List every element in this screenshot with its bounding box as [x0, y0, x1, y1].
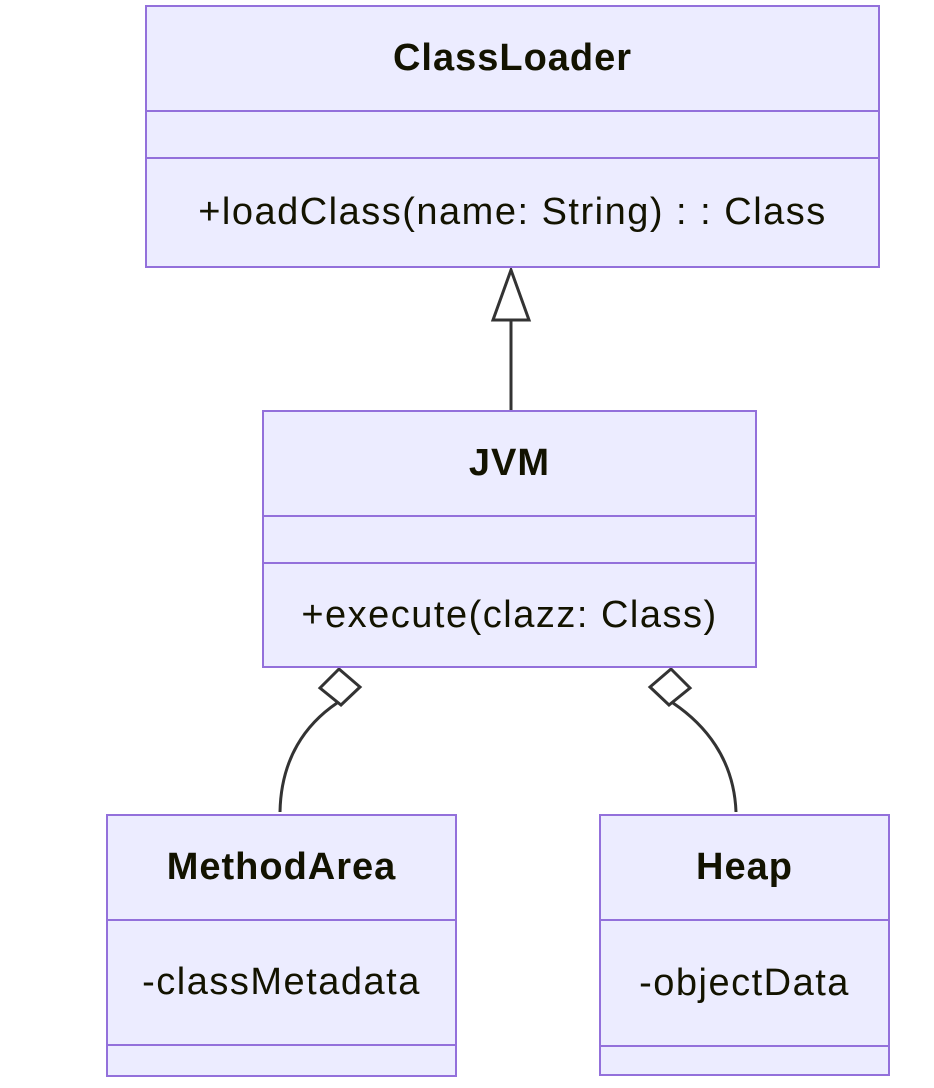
aggregation-diamond-icon	[317, 666, 363, 707]
class-title-compartment: Heap	[601, 816, 888, 919]
class-box-jvm: JVM +execute(clazz: Class)	[262, 410, 757, 668]
class-method: +execute(clazz: Class)	[301, 593, 718, 636]
class-box-heap: Heap -objectData	[599, 814, 890, 1076]
class-methods-compartment: +execute(clazz: Class)	[264, 562, 755, 666]
aggregation-edge-jvm-heap	[647, 666, 738, 813]
class-attributes-compartment	[147, 110, 878, 157]
class-methods-compartment	[601, 1045, 888, 1074]
class-attributes-compartment: -classMetadata	[108, 919, 455, 1044]
class-attribute: -classMetadata	[142, 961, 421, 1003]
class-box-methodarea: MethodArea -classMetadata	[106, 814, 457, 1077]
class-method: +loadClass(name: String) : : Class	[198, 191, 827, 233]
class-name: MethodArea	[166, 846, 397, 888]
class-title-compartment: MethodArea	[108, 816, 455, 919]
class-methods-compartment: +loadClass(name: String) : : Class	[147, 157, 878, 266]
inheritance-triangle-icon	[490, 265, 532, 322]
class-methods-compartment	[108, 1044, 455, 1075]
class-name: ClassLoader	[392, 37, 633, 79]
class-attributes-compartment	[264, 515, 755, 562]
class-name: Heap	[696, 846, 793, 888]
inheritance-edge-jvm-classloader	[490, 265, 532, 411]
class-title-compartment: ClassLoader	[147, 7, 878, 110]
class-attribute: -objectData	[639, 961, 850, 1004]
aggregation-diamond-icon	[647, 666, 693, 707]
aggregation-edge-jvm-methodarea	[278, 666, 363, 813]
class-box-classloader: ClassLoader +loadClass(name: String) : :…	[145, 5, 880, 268]
class-name: JVM	[468, 442, 551, 484]
class-title-compartment: JVM	[264, 412, 755, 515]
class-attributes-compartment: -objectData	[601, 919, 888, 1045]
